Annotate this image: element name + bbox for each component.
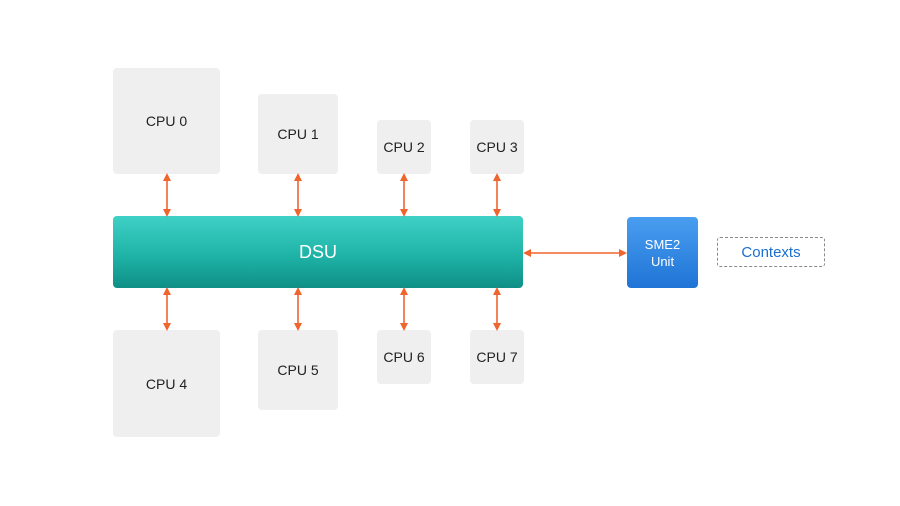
- cpu-4-label: CPU 4: [145, 375, 188, 392]
- dsu-block: DSU: [113, 216, 523, 288]
- cpu-1-box: CPU 1: [258, 94, 338, 174]
- cpu-2-box: CPU 2: [377, 120, 431, 174]
- sme2-unit-label-line1: SME2: [644, 236, 681, 252]
- sme2-unit-block: SME2 Unit: [627, 217, 698, 288]
- cpu-0-box: CPU 0: [113, 68, 220, 174]
- cpu-0-label: CPU 0: [145, 113, 188, 129]
- contexts-box: Contexts: [717, 237, 825, 267]
- cpu-1-label: CPU 1: [277, 126, 319, 142]
- cpu-6-label: CPU 6: [383, 349, 425, 365]
- sme2-unit-label-line2: Unit: [650, 253, 675, 269]
- cpu-7-label: CPU 7: [476, 349, 518, 365]
- cpu-7-box: CPU 7: [470, 330, 524, 384]
- contexts-label: Contexts: [741, 243, 801, 261]
- cpu-2-label: CPU 2: [383, 139, 425, 155]
- cpu-6-box: CPU 6: [377, 330, 431, 384]
- cpu-4-box: CPU 4: [113, 330, 220, 437]
- cpu-5-label: CPU 5: [277, 362, 319, 378]
- dsu-label: DSU: [298, 241, 337, 262]
- cpu-3-label: CPU 3: [476, 139, 518, 155]
- cpu-5-box: CPU 5: [258, 330, 338, 410]
- cpu-3-box: CPU 3: [470, 120, 524, 174]
